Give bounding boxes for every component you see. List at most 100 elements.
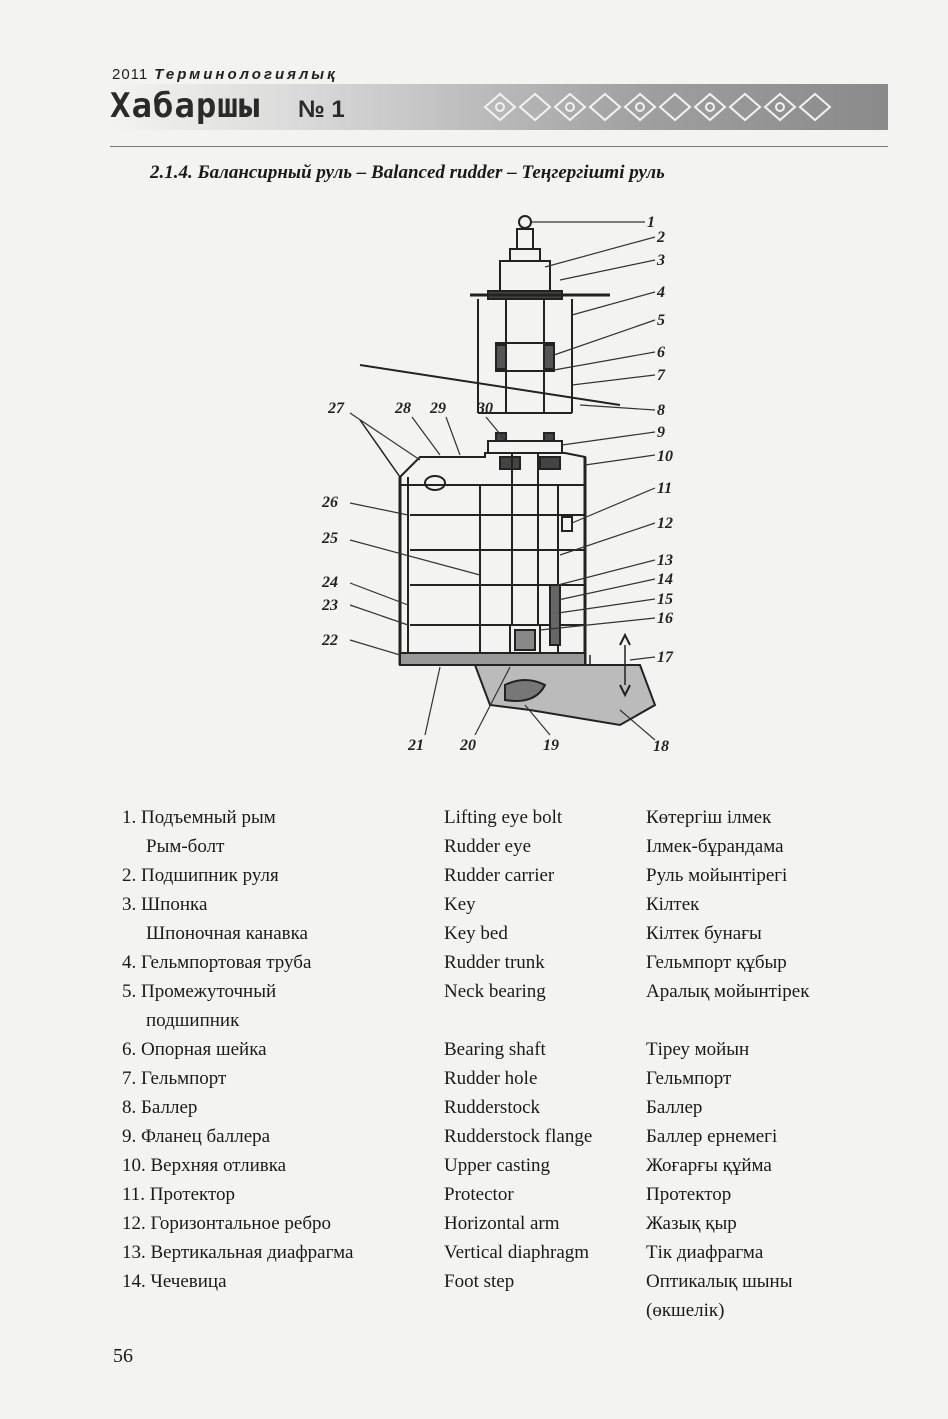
term-kz: (өкшелік) — [646, 1300, 725, 1321]
term-en: Neck bearing — [444, 981, 546, 1002]
term-ru: подшипник — [146, 1010, 240, 1031]
term-ru: Рым-болт — [146, 836, 225, 857]
callout-5: 5 — [657, 312, 665, 329]
callout-15: 15 — [657, 591, 673, 608]
callout-19: 19 — [543, 737, 559, 754]
term-ru: 14. Чечевица — [122, 1271, 227, 1292]
term-row: 2. Подшипник руля Rudder carrier Руль мойы… — [122, 861, 862, 890]
term-ru: 2. Подшипник руля — [122, 865, 279, 886]
journal-year: 2011 Терминологиялық — [112, 66, 338, 83]
callout-12: 12 — [657, 515, 673, 532]
term-ru: 7. Гельмпорт — [122, 1068, 227, 1089]
term-en: Vertical diaphragm — [444, 1242, 590, 1263]
term-en: Upper casting — [444, 1155, 551, 1176]
callout-1: 1 — [647, 214, 655, 231]
callout-18: 18 — [653, 738, 669, 755]
term-kz: Протектор — [646, 1184, 732, 1205]
callout-7: 7 — [657, 367, 666, 384]
term-en: Horizontal arm — [444, 1213, 560, 1234]
journal-title: Хабаршы — [110, 86, 261, 126]
term-en: Bearing shaft — [444, 1039, 546, 1060]
term-en — [444, 1006, 646, 1035]
term-kz: Гельмпорт құбыр — [646, 952, 787, 973]
callout-28: 28 — [394, 400, 411, 417]
term-kz: Жоғарғы құйма — [646, 1155, 772, 1176]
ornament-icon — [483, 92, 832, 122]
callout-29: 29 — [429, 400, 446, 417]
term-en: Foot step — [444, 1271, 515, 1292]
term-row: 5. Промежуточный Neck bearing Аралық мойын… — [122, 977, 862, 1006]
term-en: Rudderstock — [444, 1097, 541, 1118]
callout-8: 8 — [657, 402, 665, 419]
term-ru: 11. Протектор — [122, 1184, 236, 1205]
callout-27: 27 — [327, 400, 345, 417]
term-row: 10. Верхняя отливка Upper casting Жоғарғы … — [122, 1151, 862, 1180]
term-kz: Кілтек — [646, 894, 700, 915]
term-ru: 5. Промежуточный — [122, 981, 277, 1002]
term-kz: Көтергіш ілмек — [646, 807, 772, 828]
term-ru: 1. Подъемный рым — [122, 807, 276, 828]
year-text: 2011 — [112, 66, 149, 83]
term-en: Key bed — [444, 923, 508, 944]
callout-24: 24 — [321, 574, 338, 591]
term-kz: Аралық мойынтірек — [646, 981, 810, 1002]
header-band — [110, 84, 888, 130]
term-kz: Тік диафрагма — [646, 1242, 764, 1263]
term-row: 11. Протектор Protector Протектор — [122, 1180, 862, 1209]
term-en: Rudder eye — [444, 836, 532, 857]
term-en: Key — [444, 894, 476, 915]
term-en: Protector — [444, 1184, 514, 1205]
term-kz — [646, 1006, 862, 1035]
section-title: 2.1.4. Балансирный руль – Balanced rudde… — [150, 162, 665, 183]
term-kz: Баллер ернемегі — [646, 1126, 778, 1147]
term-row: 3. Шпонка Key Кілтек — [122, 890, 862, 919]
term-kz: Руль мойынтірегі — [646, 865, 788, 886]
term-ru: 3. Шпонка — [122, 894, 208, 915]
callout-20: 20 — [459, 737, 476, 754]
term-row: 1. Подъемный рым Lifting eye bolt Көтергіш… — [122, 803, 862, 832]
term-ru — [122, 1296, 444, 1325]
callout-30: 30 — [476, 400, 493, 417]
callout-22: 22 — [321, 632, 338, 649]
callout-16: 16 — [657, 610, 673, 627]
term-en: Lifting eye bolt — [444, 807, 563, 828]
callout-6: 6 — [657, 344, 665, 361]
term-kz: Жазық қыр — [646, 1213, 737, 1234]
term-ru: 4. Гельмпортовая труба — [122, 952, 312, 973]
term-row: 8. Баллер Rudderstock Баллер — [122, 1093, 862, 1122]
term-kz: Баллер — [646, 1097, 703, 1118]
term-row: 4. Гельмпортовая труба Rudder trunk Гельмп… — [122, 948, 862, 977]
term-en: Rudder carrier — [444, 865, 555, 886]
callout-4: 4 — [656, 284, 665, 301]
journal-word: Терминологиялық — [154, 66, 338, 83]
term-en: Rudder hole — [444, 1068, 538, 1089]
term-en — [444, 1296, 646, 1325]
issue-number: № 1 — [298, 96, 345, 123]
term-kz: Гельмпорт — [646, 1068, 732, 1089]
term-ru: 13. Вертикальная диафрагма — [122, 1242, 354, 1263]
term-row: 13. Вертикальная диафрагма Vertical diaph… — [122, 1238, 862, 1267]
callout-23: 23 — [321, 597, 338, 614]
term-en: Rudder trunk — [444, 952, 545, 973]
term-row: (өкшелік) — [122, 1296, 862, 1325]
term-en: Rudderstock flange — [444, 1126, 593, 1147]
callout-25: 25 — [321, 530, 338, 547]
callout-21: 21 — [407, 737, 424, 754]
callout-26: 26 — [321, 494, 338, 511]
callout-3: 3 — [656, 252, 665, 269]
term-kz: Тіреу мойын — [646, 1039, 750, 1060]
callout-11: 11 — [657, 480, 672, 497]
balanced-rudder-diagram: 1 2 3 4 5 6 7 8 9 10 11 12 13 14 15 16 1… — [321, 214, 674, 755]
term-kz: Ілмек-бұрандама — [646, 836, 784, 857]
term-ru: 8. Баллер — [122, 1097, 198, 1118]
callout-10: 10 — [657, 448, 673, 465]
callout-13: 13 — [657, 552, 673, 569]
callout-17: 17 — [657, 649, 674, 666]
term-ru: 10. Верхняя отливка — [122, 1155, 287, 1176]
header-rule — [110, 146, 888, 147]
